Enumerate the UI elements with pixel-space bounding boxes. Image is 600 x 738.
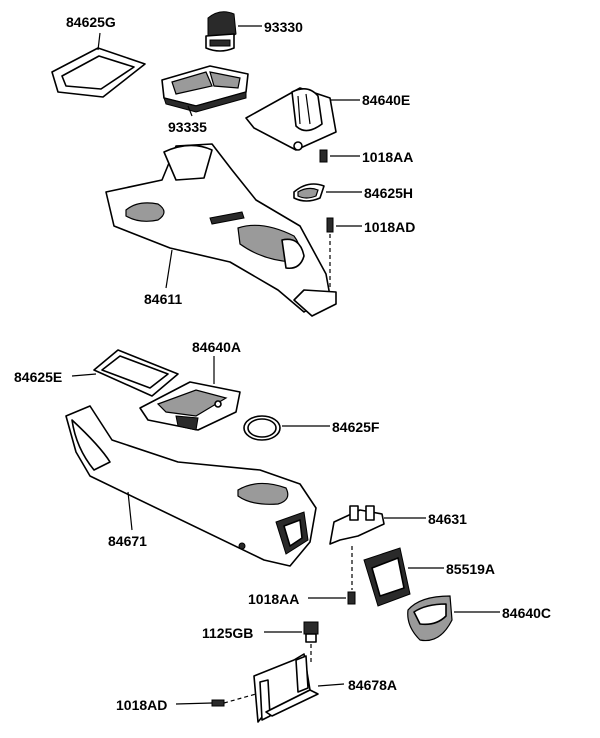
- label-85519a: 85519A: [446, 561, 496, 577]
- part-84611-console-upper: [105, 143, 337, 317]
- label-84631: 84631: [428, 511, 467, 527]
- part-84625e-mat: [71, 349, 179, 397]
- label-84640e: 84640E: [362, 92, 411, 108]
- part-85519a-pocket: [363, 547, 444, 607]
- label-84625g: 84625G: [66, 14, 116, 30]
- label-1018ad-top: 1018AD: [364, 219, 416, 235]
- part-84625h-cover: [293, 183, 362, 202]
- label-84625h: 84625H: [364, 185, 414, 201]
- part-84631-bracket: [329, 505, 426, 545]
- label-1125gb: 1125GB: [202, 625, 254, 641]
- part-1018aa-bolt-top: [319, 149, 360, 163]
- label-84611: 84611: [144, 291, 183, 307]
- label-84671: 84671: [108, 533, 147, 549]
- part-84678a-bracket: [253, 653, 345, 723]
- part-84640e-boot: [245, 87, 360, 151]
- part-84640a-tray: [139, 356, 241, 431]
- part-93330-switch: [205, 11, 262, 52]
- part-84640c-cap: [407, 595, 500, 642]
- label-84625e: 84625E: [14, 369, 63, 385]
- part-84625g-mat: [51, 32, 146, 98]
- label-84625f: 84625F: [332, 419, 380, 435]
- label-93335: 93335: [168, 119, 207, 135]
- part-84671-console-lower: [65, 405, 317, 567]
- part-1125gb-fastener: [264, 621, 319, 664]
- part-1018ad-screw-bottom: [175, 693, 257, 707]
- part-1018aa-bolt-bottom: [308, 546, 356, 605]
- label-84640a: 84640A: [192, 339, 242, 355]
- part-93335-panel: [161, 65, 249, 117]
- label-93330: 93330: [264, 19, 303, 35]
- part-1018ad-screw-top: [326, 217, 362, 290]
- label-84640c: 84640C: [502, 605, 552, 621]
- label-1018aa-top: 1018AA: [362, 149, 414, 165]
- part-84625f-ring: [243, 415, 330, 441]
- label-1018aa-bottom: 1018AA: [248, 591, 300, 607]
- label-84678a: 84678A: [348, 677, 398, 693]
- label-1018ad-bottom: 1018AD: [116, 697, 168, 713]
